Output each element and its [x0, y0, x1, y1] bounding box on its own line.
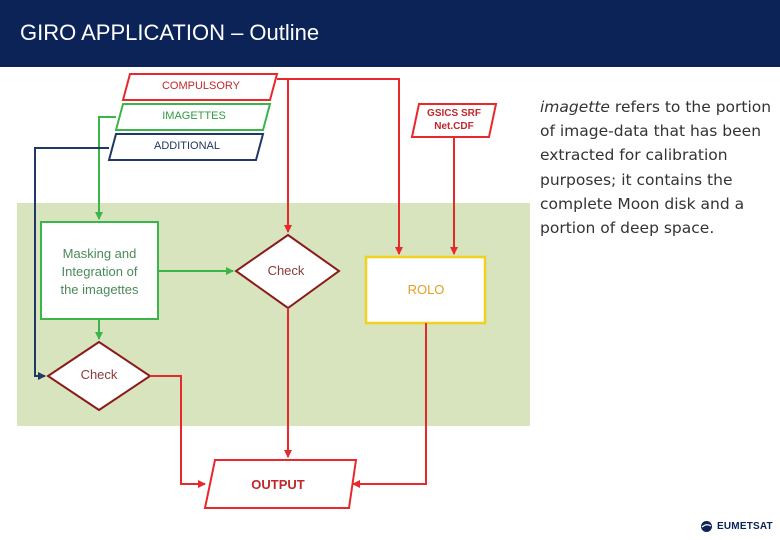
imagette-definition-text: refers to the portion of image-data that… — [540, 98, 772, 238]
eumetsat-logo: EUMETSAT — [700, 517, 773, 535]
gsics-shape — [410, 103, 498, 138]
gsics-label: GSICS SRF Net.CDF — [414, 107, 494, 133]
connector-compulsory-to-check — [277, 78, 292, 233]
gsics-label-line2: Net.CDF — [434, 121, 474, 132]
connector-imagettes-to-masking — [95, 116, 116, 220]
output-label: OUTPUT — [251, 477, 305, 492]
check-left-label: Check — [80, 367, 118, 382]
additional-label: ADDITIONAL — [153, 140, 220, 152]
output-shape — [203, 459, 358, 509]
compulsory-label: COMPULSORY — [161, 80, 241, 92]
connector-compulsory-to-rolo — [277, 78, 403, 255]
rolo-label: ROLO — [407, 282, 445, 297]
eumetsat-logo-text: EUMETSAT — [717, 520, 773, 532]
connector-check-left-to-output — [150, 375, 206, 488]
check-center-label: Check — [267, 263, 305, 278]
slide-title: GIRO APPLICATION – Outline — [20, 20, 320, 45]
header-bar: GIRO APPLICATION – Outline — [0, 0, 780, 67]
compulsory-shape — [121, 73, 279, 101]
check-left-diamond — [46, 340, 152, 412]
imagette-term: imagette — [540, 98, 610, 116]
imagettes-label: IMAGETTES — [162, 110, 226, 122]
eumetsat-globe-icon — [701, 520, 712, 532]
imagette-definition: imagette refers to the portion of image-… — [540, 95, 772, 240]
masking-label-line3: the imagettes — [60, 282, 139, 297]
masking-label-line1: Masking and — [62, 246, 137, 261]
connector-rolo-to-output — [352, 323, 427, 488]
rolo-box — [364, 255, 487, 325]
imagettes-shape — [114, 103, 272, 131]
connector-additional-to-check-left — [34, 147, 109, 380]
masking-label: Masking and Integration of the imagettes — [43, 245, 156, 299]
additional-shape — [107, 133, 265, 161]
masking-label-line2: Integration of — [61, 264, 138, 279]
gsics-label-line1: GSICS SRF — [427, 108, 481, 119]
